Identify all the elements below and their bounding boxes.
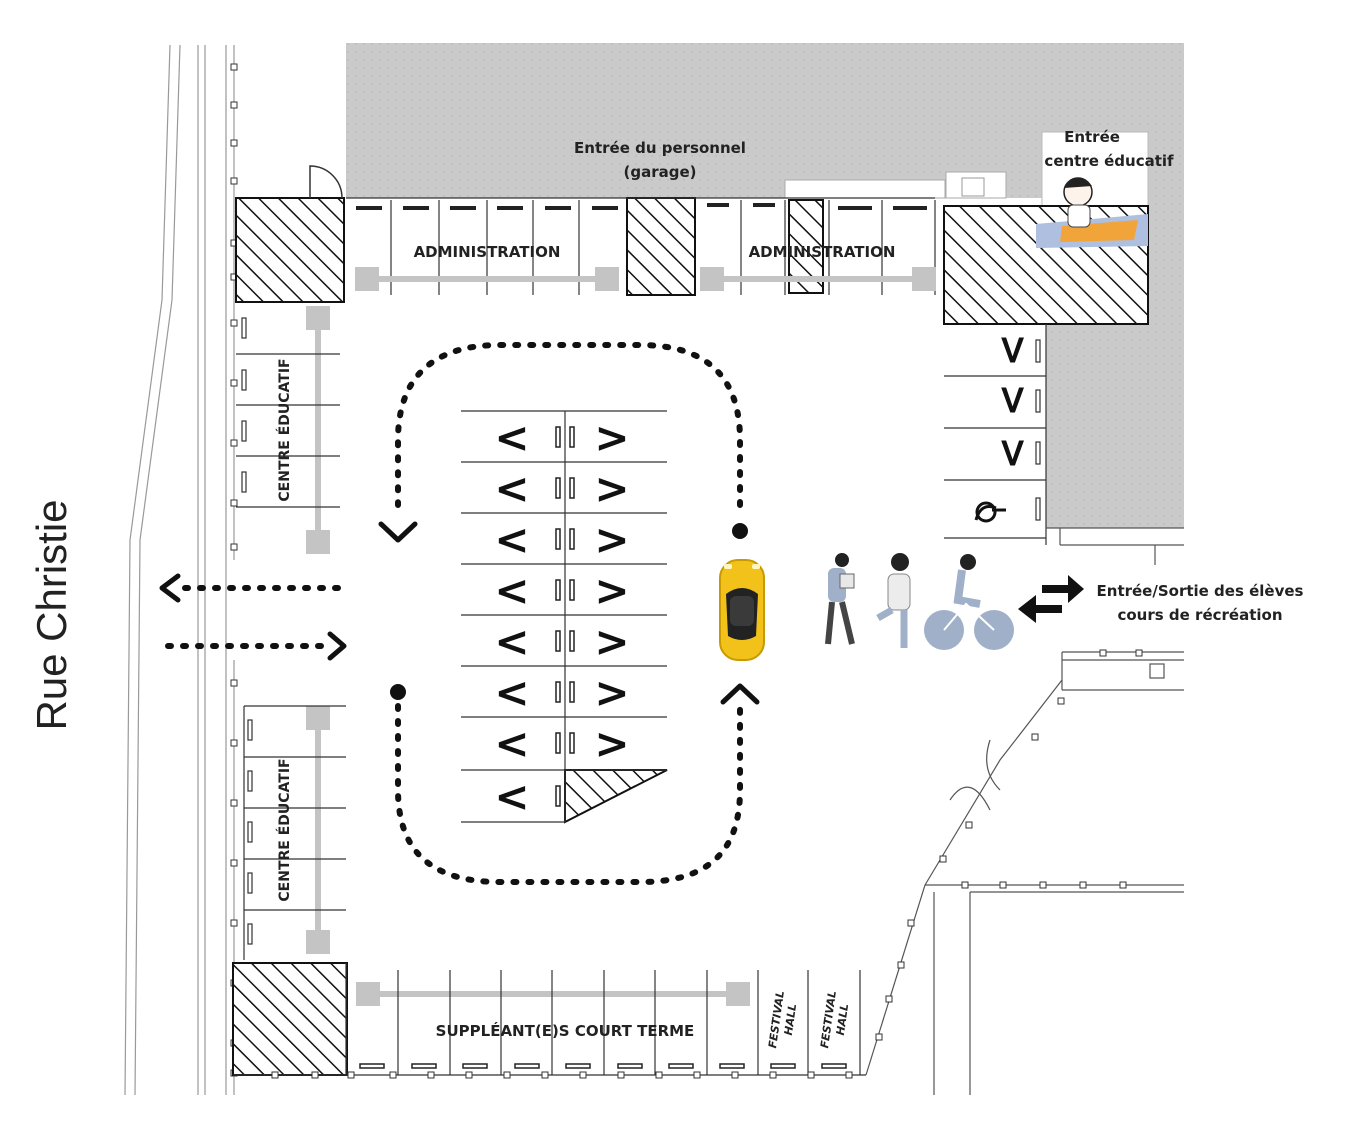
centre-parking-top (236, 317, 340, 508)
festival-hall-1b: HALL (782, 1003, 799, 1036)
staff-entrance-label: Entrée du personnel (574, 139, 746, 157)
bottom-bumpers (359, 1063, 847, 1069)
education-entrance-label: Entrée (1064, 128, 1120, 146)
svg-text:>: > (594, 566, 629, 615)
double-arrow-icon (1018, 575, 1084, 623)
child-icon (1036, 177, 1148, 248)
svg-text:<: < (494, 617, 529, 666)
central-bumpers (555, 426, 575, 807)
bicycle-icon (924, 602, 1014, 650)
svg-text:<: < (494, 772, 529, 821)
bike-rack-icon (974, 501, 1006, 523)
svg-text:>: > (594, 464, 629, 513)
svg-text:<: < (494, 515, 529, 564)
door-arc (309, 165, 343, 199)
students-label: Entrée/Sortie des élèves (1097, 582, 1304, 600)
festival-hall-2b: HALL (834, 1003, 851, 1036)
fence-posts-right (875, 649, 1143, 1041)
street-lines (124, 44, 235, 1096)
svg-text:<: < (494, 719, 529, 768)
centre-bottom-label: CENTRE ÉDUCATIF (276, 758, 293, 901)
svg-text:>: > (990, 436, 1036, 470)
svg-text:<: < (494, 566, 529, 615)
svg-text:>: > (594, 719, 629, 768)
admin-left-label: ADMINISTRATION (414, 243, 561, 261)
connectors (306, 267, 936, 1006)
fence-posts-left (230, 63, 238, 1077)
svg-text:>: > (594, 413, 629, 462)
central-chevrons: < > < > < > < > < > < > < > < (494, 413, 629, 821)
admin-bumpers (356, 203, 927, 210)
bottom-fence-posts (271, 1071, 853, 1079)
centre-top-label: CENTRE ÉDUCATIF (276, 358, 293, 501)
street-name: Rue Christie (28, 499, 75, 730)
car-icon (719, 559, 765, 661)
right-parking (944, 324, 1047, 545)
school-building (346, 43, 1184, 528)
svg-text:>: > (594, 668, 629, 717)
right-chevrons: > > > (990, 333, 1036, 470)
svg-text:<: < (494, 413, 529, 462)
svg-text:>: > (990, 333, 1036, 367)
loop-start-dot (732, 523, 748, 539)
loop-arrowheads (159, 521, 760, 705)
staff-entrance-sub: (garage) (623, 163, 696, 181)
education-entrance-sub: centre éducatif (1044, 152, 1174, 170)
central-parking (461, 410, 667, 823)
svg-text:>: > (594, 617, 629, 666)
loop-end-dot (390, 684, 406, 700)
admin-right-label: ADMINISTRATION (749, 243, 896, 261)
bottom-parking-row (233, 963, 866, 1076)
supply-label: SUPPLÉANT(E)S COURT TERME (436, 1021, 695, 1040)
centre-parking-bottom (243, 705, 346, 960)
people-icon (825, 553, 981, 648)
svg-text:<: < (494, 668, 529, 717)
students-sub: cours de récréation (1117, 606, 1282, 624)
svg-text:>: > (594, 515, 629, 564)
svg-text:>: > (990, 383, 1036, 417)
svg-text:<: < (494, 464, 529, 513)
traffic-loop (165, 342, 743, 885)
